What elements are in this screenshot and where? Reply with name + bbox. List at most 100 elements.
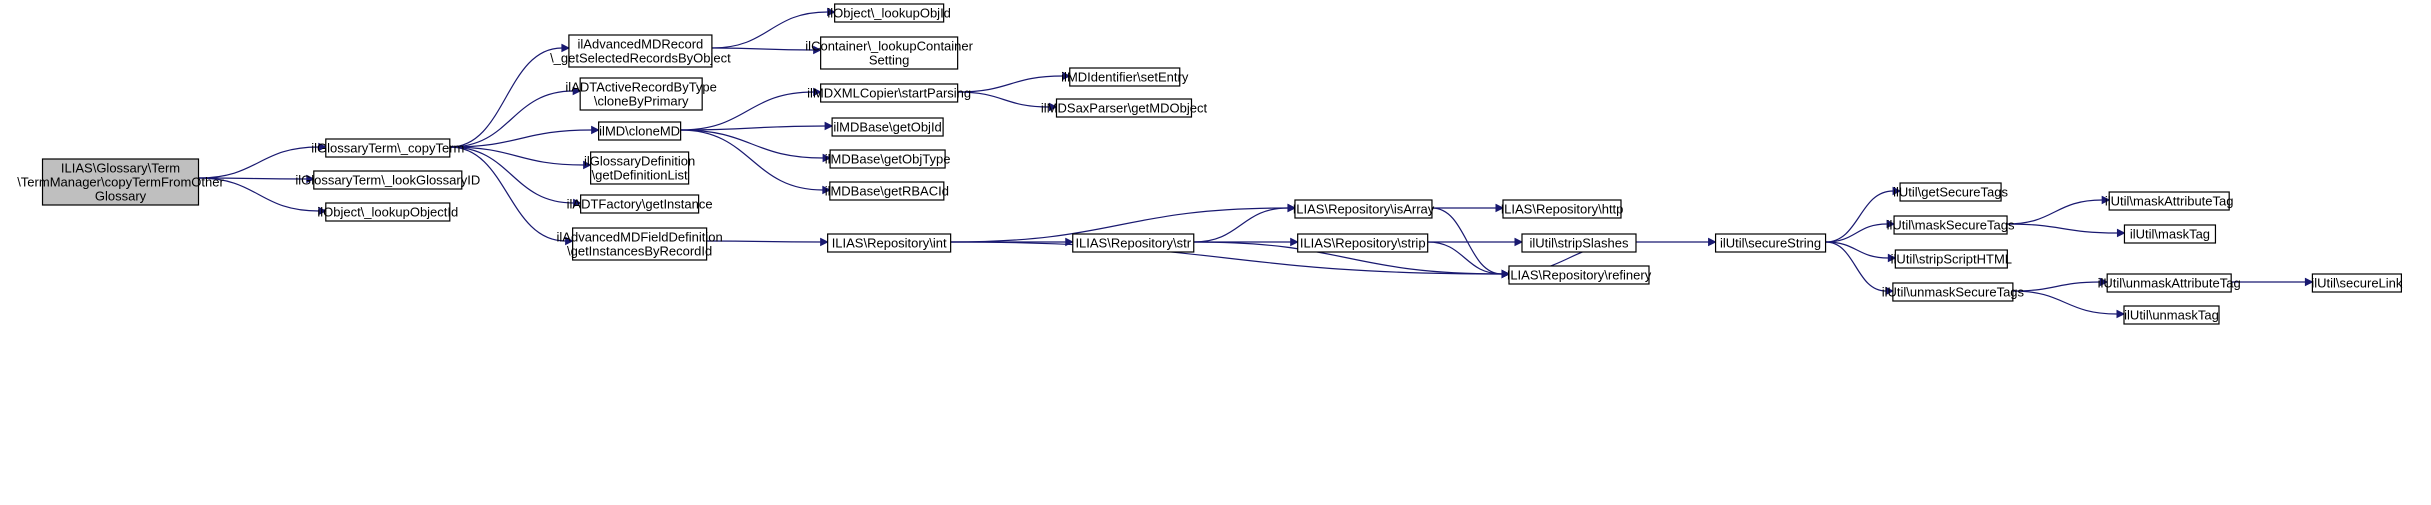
node-util-strip-script-html[interactable]: ilUtil\stripScriptHTML — [1891, 249, 2012, 269]
arrowhead-util_get_secure_tags — [1892, 186, 1902, 196]
arrowhead-repo_int — [820, 237, 829, 247]
node-box — [1521, 233, 1637, 253]
node-glossary-definition[interactable]: ilGlossaryDefinition\getDefinitionList — [584, 151, 695, 185]
node-label-line: ILIAS\Glossary\Term — [61, 161, 180, 176]
node-box — [1899, 182, 2002, 202]
edge-copy_term-to-adt_factory — [449, 146, 574, 204]
node-label-line: \TermManager\copyTermFromOther — [17, 175, 224, 190]
node-box — [41, 158, 200, 206]
node-box — [579, 77, 703, 111]
arrowhead-repo_strip — [1290, 237, 1299, 247]
node-repo-is-array[interactable]: ILIAS\Repository\isArray — [1293, 199, 1435, 219]
node-label-line: ilAdvancedMDRecord — [578, 37, 704, 52]
node-copy-term[interactable]: ilGlossaryTerm\_copyTerm — [311, 138, 464, 158]
node-box — [2123, 224, 2217, 244]
node-repo-str[interactable]: ILIAS\Repository\str — [1072, 233, 1195, 253]
node-util-secure-link[interactable]: ilUtil\secureLink — [2311, 273, 2403, 293]
node-md-xml-copier[interactable]: ilMDXMLCopier\startParsing — [807, 83, 971, 103]
node-box — [834, 3, 945, 23]
node-box — [2123, 305, 2220, 325]
node-md-identifier[interactable]: ilMDIdentifier\setEntry — [1061, 67, 1189, 87]
node-md-clone[interactable]: ilMD\cloneMD — [598, 121, 682, 141]
node-util-mask-tag[interactable]: ilUtil\maskTag — [2123, 224, 2217, 244]
node-label-line: ilUtil\maskAttributeTag — [2105, 194, 2234, 209]
node-adv-md-field-def[interactable]: ilAdvancedMDFieldDefinition\getInstances… — [557, 227, 723, 261]
edge-copy_term-to-md_clone — [449, 129, 592, 148]
edge-repo_str-to-repo_is_array — [1193, 207, 1288, 243]
node-box — [2106, 273, 2232, 293]
node-label-line: ILIAS\Repository\str — [1075, 236, 1191, 251]
arrowhead-md_xml_copier — [813, 87, 822, 97]
node-label-line: ILIAS\Repository\int — [832, 236, 947, 251]
node-label-line: ilADTFactory\getInstance — [567, 197, 713, 212]
arrowhead-repo_http — [1495, 203, 1505, 213]
node-label-line: ilContainer\_lookupContainer — [805, 39, 973, 54]
node-lookup-obj-id[interactable]: ilObject\_lookupObjId — [827, 3, 951, 23]
node-lookup-glossary-id[interactable]: ilGlossaryTerm\_lookGlossaryID — [295, 170, 480, 190]
node-md-sax-parser[interactable]: ilMDSaxParser\getMDObject — [1041, 98, 1208, 118]
node-repo-strip[interactable]: ILIAS\Repository\strip — [1297, 233, 1429, 253]
node-util-unmask-secure-tags[interactable]: ilUtil\unmaskSecureTags — [1882, 282, 2025, 302]
node-box — [2108, 191, 2230, 211]
node-repo-refinery[interactable]: ILIAS\Repository\refinery — [1507, 265, 1652, 285]
node-label-line: ilMDBase\getObjId — [833, 120, 941, 135]
node-box — [1508, 265, 1650, 285]
edge-md_clone-to-md_base_rbac_id — [680, 129, 823, 191]
node-util-get-secure-tags[interactable]: ilUtil\getSecureTags — [1893, 182, 2009, 202]
node-label-line: \getInstancesByRecordId — [567, 244, 712, 259]
arrowhead-adt_active_record — [572, 86, 582, 96]
node-label-line: ilObject\_lookupObjectId — [317, 205, 458, 220]
edge-util_secure_string-to-util_unmask_secure_tags — [1825, 241, 1886, 292]
node-adt-factory[interactable]: ilADTFactory\getInstance — [567, 194, 713, 214]
node-label-line: ilUtil\unmaskAttributeTag — [2098, 276, 2241, 291]
node-box — [827, 233, 952, 253]
node-label-line: ilAdvancedMDFieldDefinition — [557, 230, 723, 245]
arrowhead-adt_factory — [573, 198, 582, 208]
edge-md_clone-to-md_base_obj_type — [680, 129, 824, 159]
node-adv-md-record[interactable]: ilAdvancedMDRecord\_getSelectedRecordsBy… — [550, 34, 731, 68]
node-box — [1714, 233, 1827, 253]
node-util-secure-string[interactable]: ilUtil\secureString — [1714, 233, 1827, 253]
edge-copy_term-to-adv_md_record — [449, 47, 562, 148]
node-repo-int[interactable]: ILIAS\Repository\int — [827, 233, 952, 253]
node-util-mask-secure-tags[interactable]: ilUtil\maskSecureTags — [1887, 215, 2015, 235]
arrowhead-container_lookup — [813, 45, 822, 55]
arrowhead-util_strip_script_html — [1887, 253, 1897, 263]
arrowhead-util_mask_tag — [2116, 228, 2126, 238]
node-label-line: ilObject\_lookupObjId — [827, 6, 951, 21]
node-md-base-obj-id[interactable]: ilMDBase\getObjId — [831, 117, 944, 137]
arrowhead-lookup_glossary_id — [306, 174, 315, 184]
edge-layer — [198, 7, 2314, 319]
node-root[interactable]: ILIAS\Glossary\Term\TermManager\copyTerm… — [17, 158, 224, 206]
node-box — [1893, 215, 2008, 235]
arrowhead-util_unmask_tag — [2116, 309, 2126, 319]
node-label-line: \getDefinitionList — [592, 168, 688, 183]
node-util-strip-slashes[interactable]: ilUtil\stripSlashes — [1521, 233, 1637, 253]
node-box — [831, 117, 944, 137]
edge-util_unmask_secure_tags-to-util_unmask_attribute_tag — [2012, 281, 2101, 292]
node-util-unmask-attribute-tag[interactable]: ilUtil\unmaskAttributeTag — [2098, 273, 2241, 293]
arrowhead-lookup_object_id — [318, 206, 327, 216]
edge-adv_md_record-to-lookup_obj_id — [711, 11, 828, 49]
node-adt-active-record[interactable]: ilADTActiveRecordByType\cloneByPrimary — [565, 77, 717, 111]
arrowhead-md_sax_parser — [1048, 102, 1058, 112]
node-util-mask-attribute-tag[interactable]: ilUtil\maskAttributeTag — [2105, 191, 2234, 211]
node-label-line: ilGlossaryTerm\_copyTerm — [311, 141, 464, 156]
edge-util_unmask_secure_tags-to-util_unmask_tag — [2012, 290, 2118, 315]
node-label-line: ilMDIdentifier\setEntry — [1061, 70, 1189, 85]
node-md-base-obj-type[interactable]: ilMDBase\getObjType — [825, 149, 951, 169]
node-box — [1297, 233, 1429, 253]
edge-adv_md_field_def-to-repo_int — [706, 240, 821, 243]
arrowhead-util_mask_secure_tags — [1886, 219, 1896, 229]
node-repo-http[interactable]: ILIAS\Repository\http — [1501, 199, 1624, 219]
arrowhead-md_clone — [591, 125, 600, 135]
arrowhead-adv_md_field_def — [565, 236, 574, 246]
node-md-base-rbac-id[interactable]: ilMDBase\getRBACId — [825, 181, 949, 201]
node-util-unmask-tag[interactable]: ilUtil\unmaskTag — [2123, 305, 2220, 325]
node-lookup-object-id[interactable]: ilObject\_lookupObjectId — [317, 202, 458, 222]
edge-root-to-copy_term — [198, 146, 319, 179]
node-label-line: ilMDBase\getObjType — [825, 152, 951, 167]
node-box — [1892, 282, 2014, 302]
node-box — [1055, 98, 1193, 118]
